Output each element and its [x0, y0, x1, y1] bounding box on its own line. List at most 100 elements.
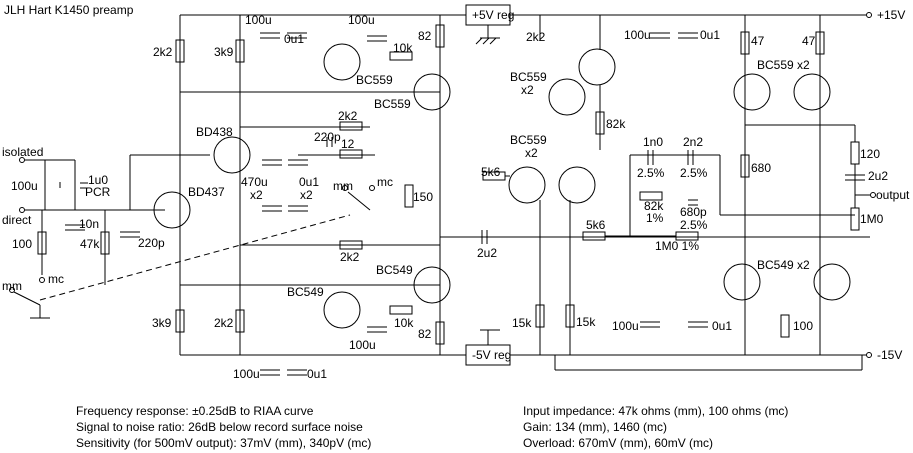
mm-label-left: mm	[2, 279, 22, 293]
r-3k9-a-label: 3k9	[214, 45, 234, 59]
bc559-diff-x-label: x2	[525, 146, 538, 160]
c-0u1-a-label: 0u1	[284, 32, 304, 46]
r-47-b-label: 47	[802, 34, 816, 48]
mm-mc-switch-right[interactable]	[347, 191, 371, 211]
bc559-top2-label: BC559	[374, 97, 411, 111]
r-2k2-d-label: 2k2	[214, 316, 234, 330]
r-47k-label: 47k	[80, 237, 100, 251]
mm-terminal-right[interactable]	[342, 185, 348, 191]
mc-terminal-right[interactable]	[369, 185, 375, 191]
r-100-out-label: 100	[793, 319, 813, 333]
c-100u-c-label: 100u	[349, 338, 376, 352]
mc-label-right: mc	[377, 175, 393, 189]
positive-rail-label: +15V	[877, 8, 905, 22]
resistor-bodies	[37, 24, 860, 345]
c-0u1-b-x-label: x2	[300, 188, 313, 202]
rail-wires	[180, 12, 872, 371]
c-2u2-b-label: 2u2	[868, 169, 888, 183]
bc549-out-label: BC549 x2	[757, 258, 810, 272]
spec-sensitivity: Sensitivity (for 500mV output): 37mV (mm…	[76, 436, 372, 450]
c-2u2-a-label: 2u2	[477, 246, 497, 260]
bc559-mid-label: BC559	[510, 70, 547, 84]
c-0u1-c-label: 0u1	[307, 367, 327, 381]
switch-linkage	[39, 214, 351, 301]
mm-mc-switch-left[interactable]	[13, 291, 41, 306]
c-0u1-b-label: 0u1	[299, 175, 319, 189]
c-470u-label: 470u	[241, 175, 268, 189]
r-120-label: 120	[860, 147, 880, 161]
c-1n0-tol-label: 2.5%	[637, 166, 665, 180]
r-1m0-b-label: 1M0	[860, 212, 884, 226]
mm-label-right: mm	[333, 179, 353, 193]
c-100u-b-label: 100u	[348, 13, 375, 27]
left-section-wires	[25, 15, 870, 355]
capacitor-plates	[59, 32, 865, 376]
isolated-input-label: isolated	[2, 145, 43, 159]
mc-label-left: mc	[48, 272, 64, 286]
direct-terminal[interactable]	[19, 207, 25, 213]
r-10k-a-label: 10k	[393, 41, 413, 55]
c-0u1-d-label: 0u1	[712, 319, 732, 333]
bc559-out-label: BC559 x2	[757, 58, 810, 72]
mc-terminal-left[interactable]	[39, 277, 45, 283]
r-5k6-b-label: 5k6	[586, 218, 606, 232]
c-2n2-tol-label: 2.5%	[680, 166, 708, 180]
positive-regulator-label: +5V reg	[472, 8, 514, 22]
isolated-terminal[interactable]	[19, 157, 25, 163]
transistor-symbols	[153, 43, 851, 329]
r-82k-b-tol-label: 1%	[646, 211, 664, 225]
bc559-top1-label: BC559	[356, 73, 393, 87]
bc559-mid-x-label: x2	[521, 83, 534, 97]
r-2k2-c-label: 2k2	[340, 250, 360, 264]
mm-terminal-left[interactable]	[9, 287, 15, 293]
c-100u-d-label: 100u	[233, 367, 260, 381]
r-1m0-a-label: 1M0 1%	[655, 239, 699, 253]
r-10k-b-label: 10k	[394, 316, 414, 330]
negative-regulator-label: -5V reg	[472, 348, 511, 362]
spec-input-impedance: Input impedance: 47k ohms (mm), 100 ohms…	[523, 404, 789, 418]
c-680p-tol-label: 2.5%	[680, 218, 708, 232]
c-220p-b-label: 220p	[138, 236, 165, 250]
r-82-a-label: 82	[418, 29, 432, 43]
r-82k-b-label: 82k	[644, 199, 664, 213]
spec-overload: Overload: 670mV (mm), 60mV (mc)	[523, 436, 714, 450]
c-1u0-note-label: PCR	[85, 185, 111, 199]
regulator-grounds	[475, 25, 500, 345]
bd437-label: BD437	[188, 185, 225, 199]
spec-frequency-response: Frequency response: ±0.25dB to RIAA curv…	[76, 404, 314, 418]
r-2k2-reg-label: 2k2	[526, 30, 546, 44]
r-15k-a-label: 15k	[512, 316, 532, 330]
c-10n-label: 10n	[79, 217, 99, 231]
c-0u1-e-label: 0u1	[700, 28, 720, 42]
r-680-label: 680	[751, 161, 771, 175]
r-3k9-b-label: 3k9	[152, 316, 172, 330]
spec-gain: Gain: 134 (mm), 1460 (mc)	[523, 420, 668, 434]
negative-rail-label: -15V	[877, 348, 902, 362]
bd438-label: BD438	[196, 125, 233, 139]
c-100u-f-label: 100u	[624, 28, 651, 42]
r-15k-b-label: 15k	[576, 315, 596, 329]
output-terminal[interactable]	[870, 192, 876, 198]
r-47-a-label: 47	[751, 34, 765, 48]
r-2k2-a-label: 2k2	[153, 45, 173, 59]
r-100-in-label: 100	[12, 237, 32, 251]
c-100u-a-label: 100u	[245, 13, 272, 27]
c-220p-a-label: 220p	[314, 130, 341, 144]
r-12-label: 12	[341, 137, 355, 151]
c-1n0-label: 1n0	[643, 135, 663, 149]
bc549-bot1-label: BC549	[376, 263, 413, 277]
c-680p-label: 680p	[680, 205, 707, 219]
output-label: output	[876, 188, 910, 202]
r-82k-a-label: 82k	[606, 117, 626, 131]
c-2n2-label: 2n2	[683, 135, 703, 149]
c-1u0-label: 1u0	[88, 173, 108, 187]
bc559-diff-label: BC559	[510, 133, 547, 147]
spec-signal-to-noise: Signal to noise ratio: 26dB below record…	[76, 420, 363, 434]
r-2k2-b-label: 2k2	[338, 109, 358, 123]
r-150-label: 150	[413, 190, 433, 204]
r-5k6-a-label: 5k6	[481, 165, 501, 179]
right-section-wires	[505, 15, 870, 355]
c-100u-e-label: 100u	[612, 319, 639, 333]
